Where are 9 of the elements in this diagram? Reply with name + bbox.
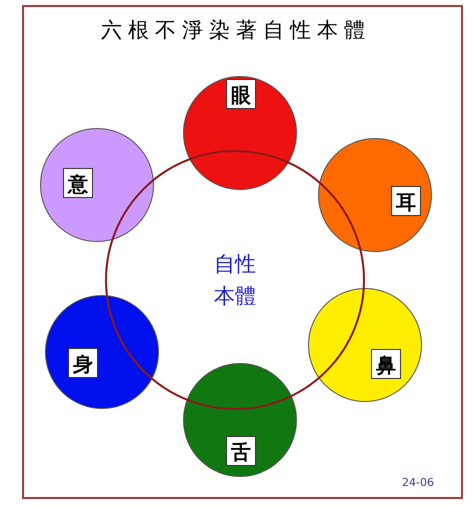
diagram-title: 六根不淨染著自性本體 (100, 17, 372, 44)
character-label: 意 (63, 168, 93, 198)
note-label: 24-06 (402, 476, 434, 489)
character-label: 身 (68, 348, 98, 378)
character-label: 鼻 (371, 349, 401, 379)
center-label: 自性本體 (213, 251, 257, 310)
character-label: 舌 (226, 436, 256, 466)
character-label: 耳 (391, 186, 421, 216)
character-label: 眼 (226, 79, 256, 109)
